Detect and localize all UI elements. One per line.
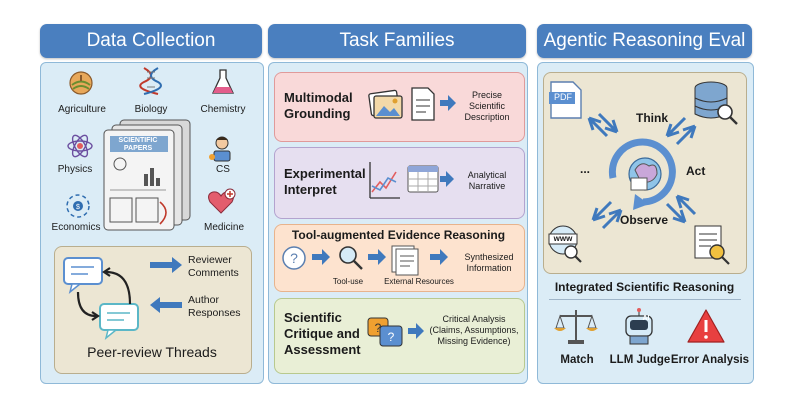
header-data-collection: Data Collection bbox=[40, 24, 262, 58]
tool-title: Tool-augmented Evidence Reasoning bbox=[291, 228, 506, 242]
domain-label-cs: CS bbox=[216, 164, 230, 175]
domain-label-agriculture: Agriculture bbox=[58, 104, 106, 115]
domain-label-biology: Biology bbox=[134, 104, 168, 115]
critique-title: Scientific Critique and Assessment bbox=[284, 310, 361, 357]
think-label: Think bbox=[636, 111, 668, 125]
domain-label-physics: Physics bbox=[57, 164, 93, 175]
tool-use-label: Tool-use bbox=[332, 277, 364, 286]
domain-label-economics: Economics bbox=[51, 222, 101, 233]
dna-icon bbox=[139, 67, 162, 95]
scientific-papers-icon bbox=[103, 119, 191, 231]
critique-output: Critical Analysis (Claims, Assumptions, … bbox=[429, 314, 519, 346]
atom-icon bbox=[67, 134, 93, 158]
metric-llm-judge: LLM Judge bbox=[609, 354, 671, 366]
ai-label: AI bbox=[642, 315, 650, 322]
author-responses-label: Author Responses bbox=[188, 294, 241, 319]
metric-match: Match bbox=[560, 354, 594, 366]
task-box-experimental bbox=[274, 147, 525, 219]
divider bbox=[549, 299, 741, 300]
peer-review-diagram bbox=[63, 257, 182, 340]
multimodal-title: Multimodal Grounding bbox=[284, 90, 353, 121]
metric-icons bbox=[554, 308, 725, 345]
svg-text:?: ? bbox=[290, 250, 298, 266]
experimental-output: Analytical Narrative bbox=[467, 170, 507, 191]
observe-label: Observe bbox=[620, 213, 669, 227]
reviewer-comments-label: Reviewer Comments bbox=[188, 254, 239, 279]
agent-loop-diagram bbox=[548, 81, 738, 265]
ellipsis-label: ... bbox=[580, 162, 591, 176]
www-label: www bbox=[553, 234, 573, 243]
svg-text:$: $ bbox=[76, 204, 80, 211]
tool-flow-icons: ? bbox=[282, 245, 448, 276]
metric-error-analysis: Error Analysis bbox=[670, 354, 750, 366]
header-task-families: Task Families bbox=[268, 24, 526, 58]
svg-text:?: ? bbox=[375, 321, 382, 335]
act-label: Act bbox=[686, 164, 706, 178]
external-resources-label: External Resources bbox=[384, 277, 454, 286]
multimodal-output: Precise Scientific Description bbox=[464, 90, 510, 122]
chart-table-icons bbox=[369, 162, 454, 199]
medicine-heart-icon bbox=[208, 188, 236, 214]
peer-review-title: Peer-review Threads bbox=[87, 344, 217, 360]
question-bubbles-icon: ? ? bbox=[367, 317, 424, 347]
papers-label: SCIENTIFIC PAPERS bbox=[118, 137, 158, 152]
integrated-title: Integrated Scientific Reasoning bbox=[554, 280, 735, 294]
agriculture-icon bbox=[69, 71, 93, 95]
pdf-label: PDF bbox=[554, 92, 572, 102]
svg-text:?: ? bbox=[388, 330, 395, 344]
flask-icon bbox=[211, 69, 235, 94]
cs-person-icon bbox=[209, 136, 231, 162]
economics-icon: $ bbox=[66, 194, 90, 218]
tool-output: Synthesized Information bbox=[464, 252, 514, 273]
image-document-icons bbox=[368, 87, 456, 121]
domain-label-medicine: Medicine bbox=[203, 222, 245, 233]
experimental-title: Experimental Interpret bbox=[284, 166, 366, 197]
header-agentic-eval: Agentic Reasoning Eval bbox=[537, 24, 752, 58]
domain-label-chemistry: Chemistry bbox=[200, 104, 246, 115]
